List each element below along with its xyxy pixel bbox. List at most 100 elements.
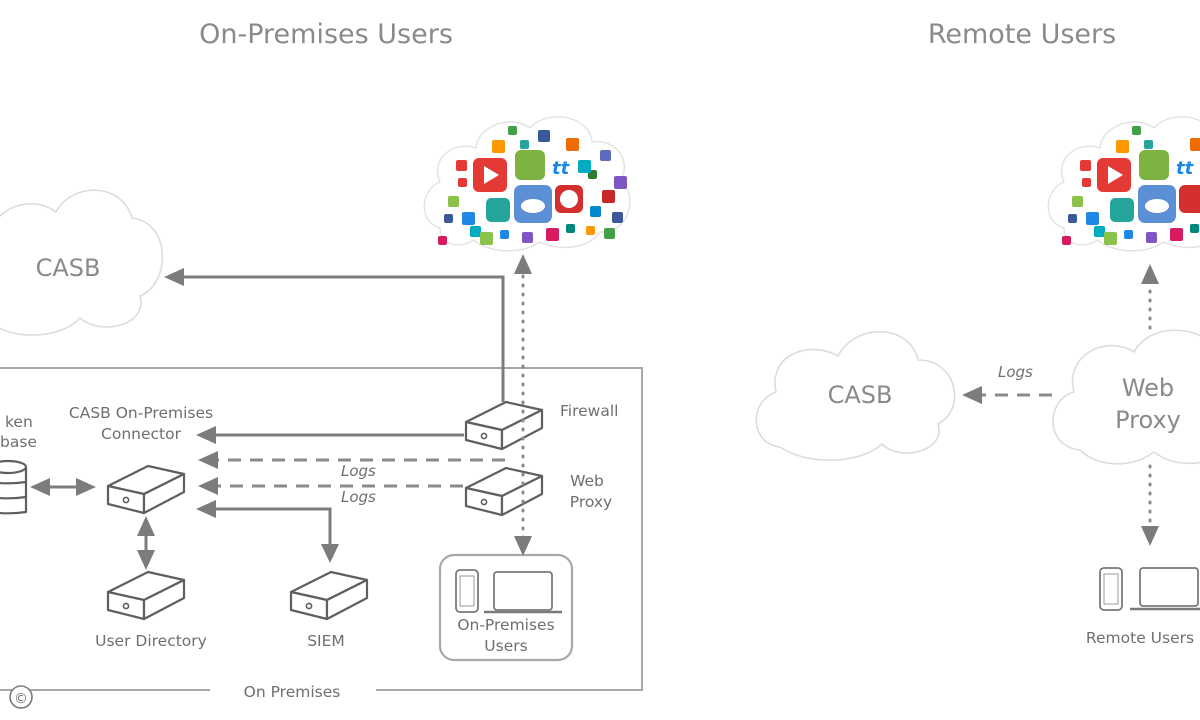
onprem-users-label-1: On-Premises <box>457 616 554 634</box>
app-tile-icon <box>566 138 579 151</box>
logs-label-right: Logs <box>998 363 1033 381</box>
app-tile-icon <box>1190 224 1199 233</box>
app-tile-icon <box>1094 226 1105 237</box>
app-tile-icon <box>586 226 595 235</box>
flow-proxy-to-remote-users-dotted <box>1141 464 1159 546</box>
youtube-play-icon <box>1108 166 1123 184</box>
wunderlist-icon <box>486 198 510 222</box>
app-tile-icon <box>1124 230 1133 239</box>
web-proxy-right-label-2: Proxy <box>1115 406 1181 434</box>
casb-cloud-left: CASB <box>0 189 164 336</box>
connector-label-2: Connector <box>101 425 182 443</box>
user-directory-device: User Directory <box>95 570 207 650</box>
app-tile-icon <box>480 232 493 245</box>
token-db-label-2: base <box>0 433 37 451</box>
heading-on-premises-users: On-Premises Users <box>199 19 453 50</box>
icloud-cloud-icon <box>1145 199 1169 213</box>
app-tile-icon <box>1132 126 1141 135</box>
web-proxy-label-1: Web <box>570 472 604 490</box>
casb-right-label: CASB <box>828 381 893 409</box>
icloud-cloud-icon <box>521 199 545 213</box>
app-tile-icon <box>614 176 627 189</box>
app-tile-icon <box>602 190 615 203</box>
app-tile-icon <box>612 212 623 223</box>
app-tile-icon <box>604 228 615 239</box>
laptop-icon <box>493 571 553 611</box>
flow-logs-1: Logs <box>198 451 505 480</box>
evernote-icon <box>1139 150 1169 180</box>
flow-logs-2: Logs <box>198 477 463 506</box>
youtube-play-icon <box>484 166 499 184</box>
phone-icon <box>1099 567 1123 611</box>
logs-label-2: Logs <box>341 488 376 506</box>
app-tile-icon <box>1072 196 1083 207</box>
web-proxy-cloud-right: Web Proxy <box>1052 329 1200 465</box>
app-tile-icon <box>508 126 517 135</box>
app-tile-icon <box>448 196 459 207</box>
flow-users-to-cloud-dotted <box>514 254 532 556</box>
app-tile-icon <box>522 232 533 243</box>
copyright-symbol: © <box>14 691 28 707</box>
mega-m-icon <box>560 190 578 208</box>
token-database: ken base <box>0 413 37 515</box>
app-tile-icon <box>1086 212 1099 225</box>
app-tile-icon <box>462 212 475 225</box>
web-proxy-label-2: Proxy <box>570 493 612 511</box>
saas-apps-cloud-left: tt <box>423 116 631 252</box>
tt-icon: tt <box>1176 158 1195 179</box>
tt-icon: tt <box>552 158 571 179</box>
flow-proxy-to-cloud-dotted <box>1141 264 1159 330</box>
app-tile-icon <box>1080 160 1091 171</box>
remote-users: Remote Users <box>1086 567 1200 647</box>
on-premises-users: On-Premises Users <box>438 553 574 662</box>
flow-firewall-to-connector <box>196 426 464 444</box>
app-tile-icon <box>500 230 509 239</box>
app-tile-icon <box>566 224 575 233</box>
casb-left-label: CASB <box>36 254 101 282</box>
flow-db-connector <box>30 478 96 496</box>
web-proxy-right-label-1: Web <box>1122 374 1174 402</box>
connector-label-1: CASB On-Premises <box>69 404 213 422</box>
heading-remote-users: Remote Users <box>928 19 1116 50</box>
app-tile-icon <box>438 236 447 245</box>
app-tile-icon <box>600 150 611 161</box>
app-tile-icon <box>458 178 467 187</box>
facebook-icon <box>538 130 550 142</box>
app-tile-icon <box>1190 138 1200 151</box>
token-db-label-1: ken <box>5 413 33 431</box>
logs-label-1: Logs <box>341 462 376 480</box>
app-tile-icon <box>546 228 559 241</box>
flow-connector-to-siem <box>196 500 339 563</box>
app-tile-icon <box>1146 232 1157 243</box>
casb-connector-device: CASB On-Premises Connector <box>69 404 213 515</box>
zone-label-on-premises: On Premises <box>244 683 341 701</box>
wunderlist-icon <box>1110 198 1134 222</box>
app-tile-icon <box>492 140 505 153</box>
app-tile-icon <box>1170 228 1183 241</box>
app-tile-icon <box>456 160 467 171</box>
saas-app-icons <box>1062 126 1200 245</box>
flow-firewall-to-casb <box>164 268 505 402</box>
mega-icon <box>1179 185 1200 213</box>
app-tile-icon <box>1104 232 1117 245</box>
laptop-icon <box>1139 567 1199 607</box>
app-tile-icon <box>1082 178 1091 187</box>
app-tile-icon <box>590 206 601 217</box>
web-proxy-device: Web Proxy <box>464 466 612 517</box>
firewall-device: Firewall <box>464 400 618 451</box>
onprem-users-label-2: Users <box>484 637 527 655</box>
siem-device: SIEM <box>289 570 369 650</box>
app-tile-icon <box>1116 140 1129 153</box>
flow-logs-right: Logs <box>962 363 1052 404</box>
on-premises-zone: On Premises <box>0 367 643 701</box>
app-tile-icon <box>470 226 481 237</box>
remote-users-label: Remote Users <box>1086 629 1194 647</box>
flow-connector-directory <box>137 516 155 570</box>
app-tile-icon <box>1144 140 1153 149</box>
saas-apps-cloud-right: tt <box>1047 116 1200 252</box>
app-tile-icon <box>520 140 529 149</box>
copyright-badge: © <box>9 685 33 709</box>
app-tile-icon <box>444 214 453 223</box>
casb-cloud-right: CASB <box>755 330 956 461</box>
